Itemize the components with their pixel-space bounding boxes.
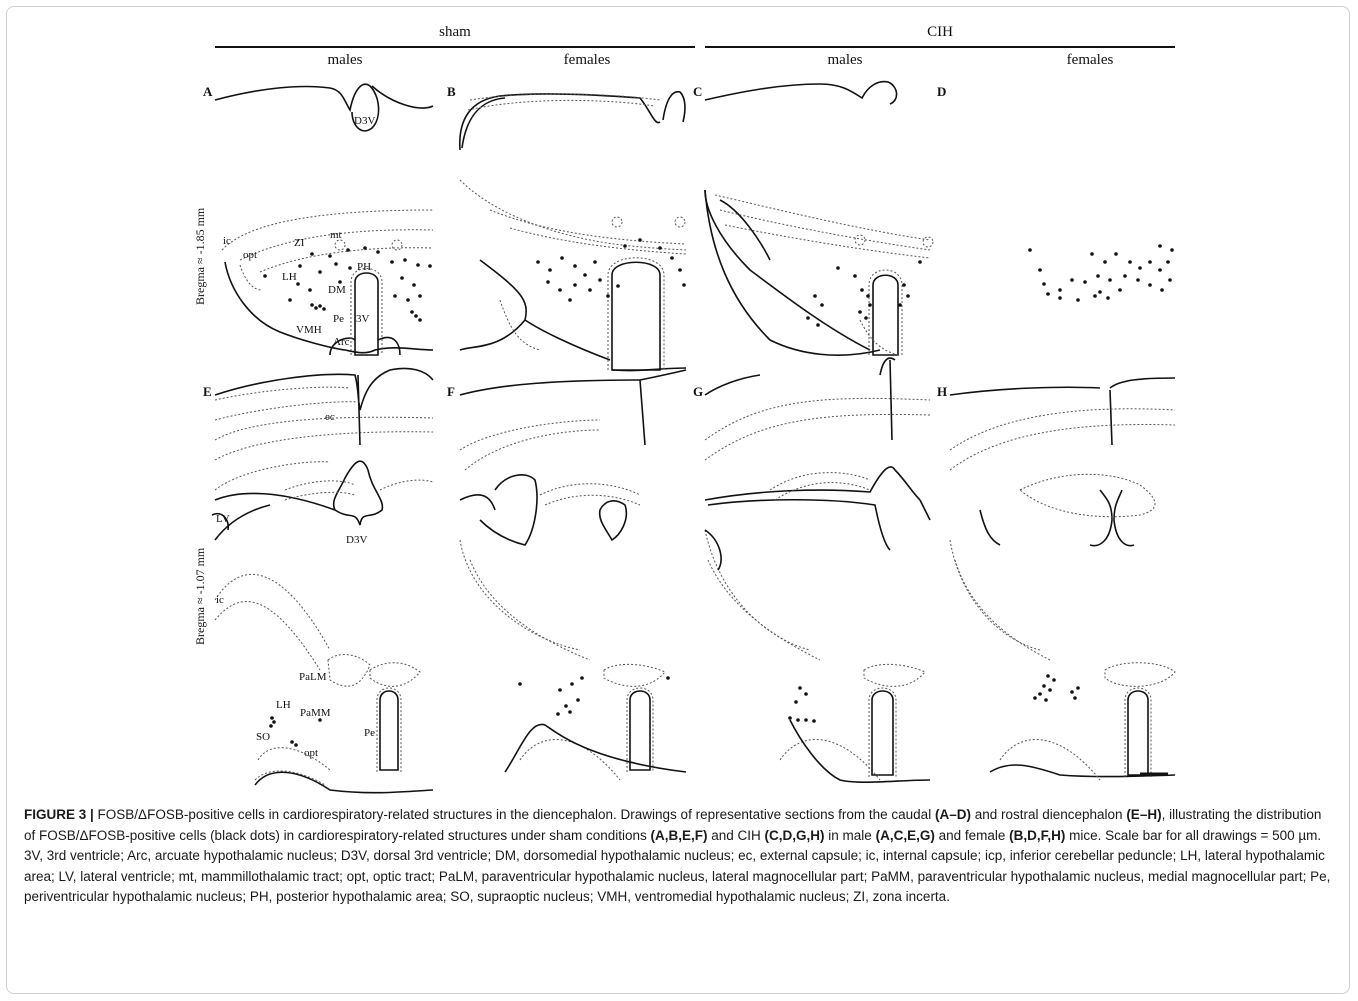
- label-ec-e: ec: [325, 411, 335, 423]
- caption-text: in male: [825, 828, 876, 843]
- caption-text: and female: [935, 828, 1009, 843]
- label-opt-e: opt: [304, 747, 318, 759]
- panel-a-labels: D3V mt ZI ic opt LH PH DM VMH Pe 3V Arc: [223, 115, 375, 348]
- drawing-panel-a: [215, 84, 433, 355]
- caption-text: and CIH: [708, 828, 765, 843]
- label-pe-e: Pe: [364, 727, 375, 739]
- label-lh-a: LH: [282, 271, 297, 283]
- caption-bold: (E–H): [1126, 807, 1161, 822]
- caption-bold: (A–D): [935, 807, 971, 822]
- caption-bold: (B,D,F,H): [1009, 828, 1065, 843]
- label-ph-a: PH: [357, 261, 371, 273]
- caption-bold: (A,C,E,G): [876, 828, 935, 843]
- label-lv-e: LV: [216, 513, 230, 525]
- cell-dots: [263, 238, 1174, 747]
- label-pamm-e: PaMM: [300, 707, 331, 719]
- label-d3v-e: D3V: [346, 534, 367, 546]
- label-pe-a: Pe: [333, 313, 344, 325]
- label-so-e: SO: [256, 731, 270, 743]
- figure-caption: FIGURE 3 | FOSB/ΔFOSB-positive cells in …: [24, 805, 1334, 908]
- label-lh-e: LH: [276, 699, 291, 711]
- caption-bold: (C,D,G,H): [765, 828, 825, 843]
- label-arc-a: Arc: [333, 336, 350, 348]
- label-mt-a: mt: [330, 229, 342, 241]
- label-ic-e: ic: [216, 594, 224, 606]
- bottom-sections: [255, 691, 1175, 793]
- caption-bold: (A,B,E,F): [651, 828, 708, 843]
- label-ic-a: ic: [223, 235, 231, 247]
- label-palm-e: PaLM: [299, 671, 327, 683]
- caption-figure-number: FIGURE 3 |: [24, 807, 94, 822]
- caption-text: FOSB/ΔFOSB-positive cells in cardiorespi…: [94, 807, 935, 822]
- label-3v-a: 3V: [356, 313, 370, 325]
- label-opt-a: opt: [243, 249, 257, 261]
- label-zi-a: ZI: [294, 237, 305, 249]
- caption-text: and rostral diencephalon: [971, 807, 1126, 822]
- label-dm-a: DM: [328, 284, 346, 296]
- label-d3v-a: D3V: [354, 115, 375, 127]
- label-vmh-a: VMH: [296, 324, 322, 336]
- section-drawings: D3V mt ZI ic opt LH PH DM VMH Pe 3V Arc …: [0, 0, 1358, 800]
